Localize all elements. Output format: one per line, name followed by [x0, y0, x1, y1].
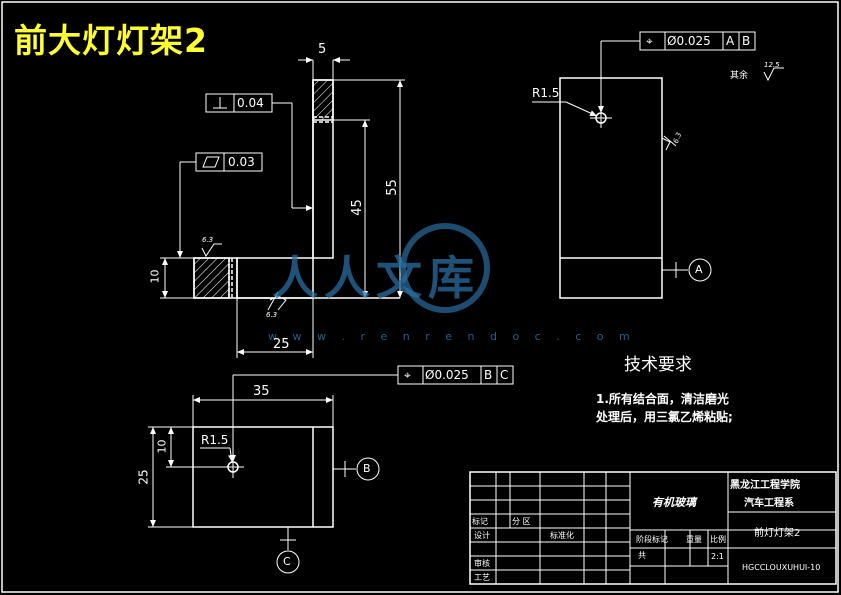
department-name: 汽车工程系 — [744, 498, 794, 509]
datum-ref-a: A — [726, 34, 735, 48]
dim-5: 5 — [318, 42, 327, 57]
drawing-title: 前大灯灯架2 — [14, 21, 208, 60]
label-standard: 标准化 — [550, 531, 574, 540]
datum-symbol-a: A — [695, 263, 703, 276]
title-block — [469, 471, 837, 585]
roughness-others-label: 其余 — [730, 71, 749, 81]
dim-55: 55 — [384, 179, 400, 196]
material-name: 有机玻璃 — [652, 496, 696, 509]
label-review: 审核 — [474, 559, 490, 568]
dim-35: 35 — [253, 384, 270, 399]
dim-10: 10 — [148, 269, 162, 284]
roughness-others-value: 12.5 — [764, 61, 780, 69]
label-design: 设计 — [474, 531, 490, 540]
position-value-bottom: Ø0.025 — [425, 368, 469, 382]
label-ratio: 比例 — [710, 535, 726, 544]
radius-label-right: R1.5 — [532, 86, 560, 100]
watermark-text: 人人文库 — [272, 251, 480, 305]
scale-value: 2:1 — [711, 552, 724, 561]
position-icon-bottom: ⌖ — [404, 368, 411, 382]
watermark-url: w w w . r e n r e n d o c . c o m — [268, 330, 636, 343]
right-view — [559, 77, 663, 299]
datum-ref-b-bottom: B — [484, 368, 493, 382]
radius-label-top-view: R1.5 — [201, 433, 229, 447]
tech-requirements-heading: 技术要求 — [624, 355, 692, 375]
perpendicularity-value: 0.04 — [237, 96, 264, 110]
position-value-top: Ø0.025 — [667, 34, 711, 48]
dim-10-top-view: 10 — [155, 439, 169, 454]
label-sheet: 共 — [638, 551, 646, 560]
top-view-annotations — [148, 365, 514, 574]
front-view-dimensions — [160, 57, 405, 358]
right-view-annotations — [532, 31, 784, 282]
drawing-number: HGCCLOUXUHUI-10 — [742, 563, 821, 572]
flatness-value: 0.03 — [228, 155, 255, 169]
label-zone: 分 区 — [512, 517, 531, 526]
school-name: 黑龙江工程学院 — [730, 480, 800, 491]
dim-25: 25 — [273, 337, 290, 352]
part-name: 前灯灯架2 — [754, 528, 801, 539]
datum-ref-b: B — [742, 34, 751, 48]
label-weight: 重量 — [686, 535, 702, 544]
position-icon-top: ⌖ — [646, 34, 653, 48]
tech-requirements-line-1: 1.所有结合面，清洁磨光 — [596, 392, 729, 406]
roughness-value-2: 6.3 — [266, 311, 278, 319]
dim-25-top-view: 25 — [136, 469, 151, 485]
tech-requirements-line-2: 处理后，用三氯乙烯粘贴; — [596, 410, 733, 424]
label-process: 工艺 — [474, 573, 490, 582]
datum-symbol-c: C — [283, 555, 291, 568]
datum-ref-c: C — [500, 368, 509, 382]
dim-45: 45 — [349, 199, 365, 216]
label-mark: 标记 — [472, 517, 488, 526]
watermark-logo-ring — [400, 223, 490, 313]
datum-symbol-b: B — [363, 462, 371, 475]
roughness-value-1: 6.3 — [202, 236, 214, 244]
label-stage: 阶段标记 — [636, 535, 668, 544]
